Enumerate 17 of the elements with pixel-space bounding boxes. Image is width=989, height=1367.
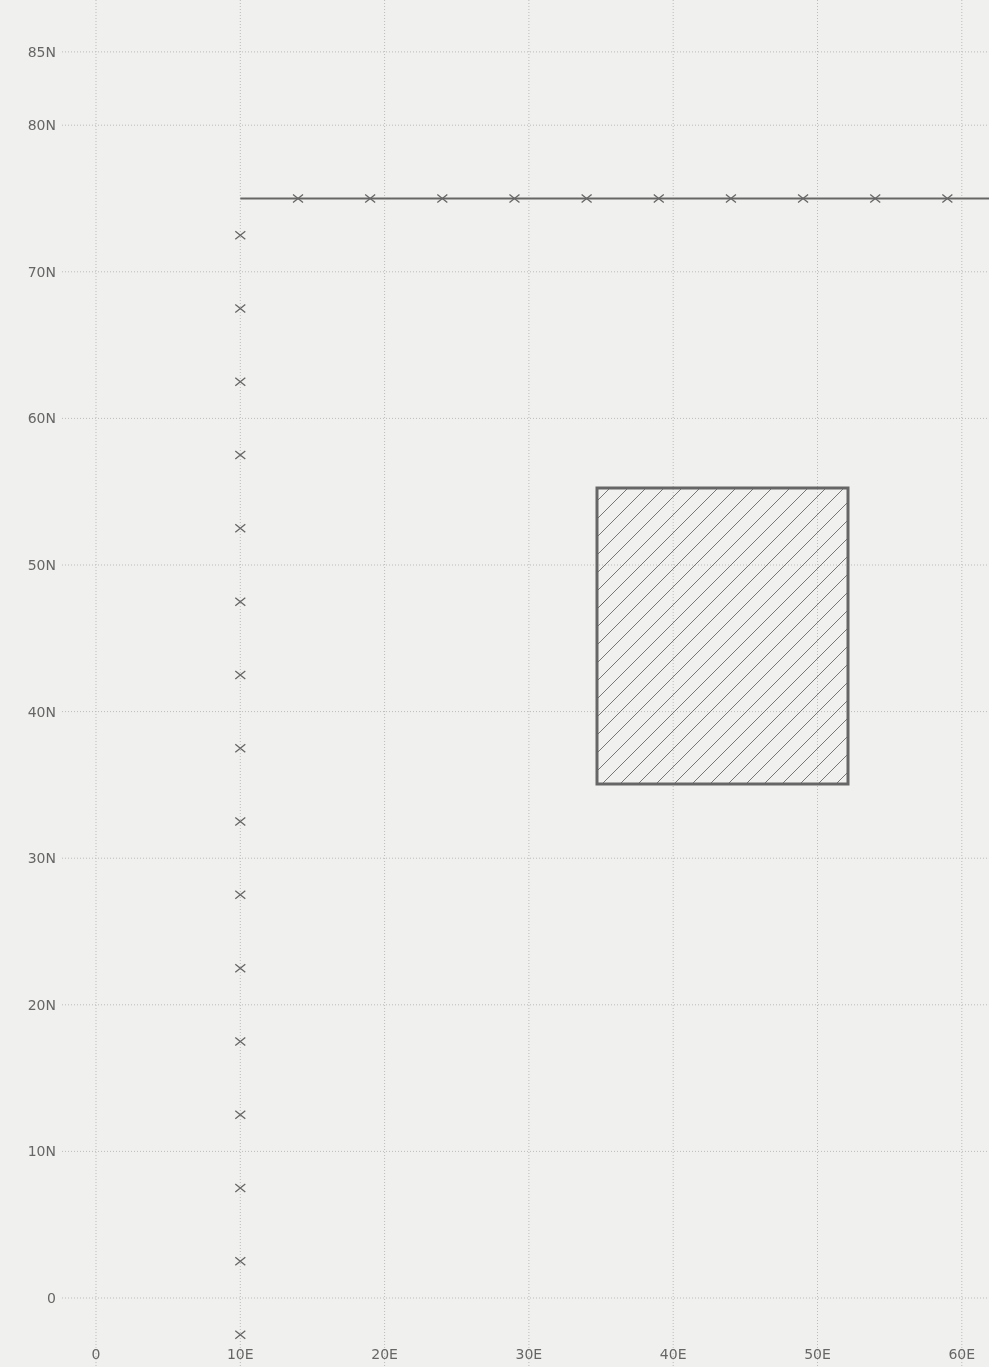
axis-label: 60N [26,410,56,427]
axis-label: 20N [26,996,56,1013]
axis-label: 50E [803,1346,832,1362]
axis-label: 40E [658,1346,688,1362]
axis-label: 50N [26,557,56,573]
axis-label: 30E [514,1346,544,1362]
axis-label: 10E [225,1346,255,1362]
axis-label: 0 [90,1346,102,1362]
axis-label: 60E [947,1346,977,1362]
axis-label: 0 [46,1290,56,1306]
axis-label: 30N [26,850,56,867]
axis-label: 40N [26,703,56,720]
axis-label: 10N [26,1143,56,1160]
axis-label: 20E [370,1346,399,1362]
axis-label: 70N [26,263,56,280]
axis-label: 85N [26,43,56,60]
axis-label: 80N [26,117,56,134]
